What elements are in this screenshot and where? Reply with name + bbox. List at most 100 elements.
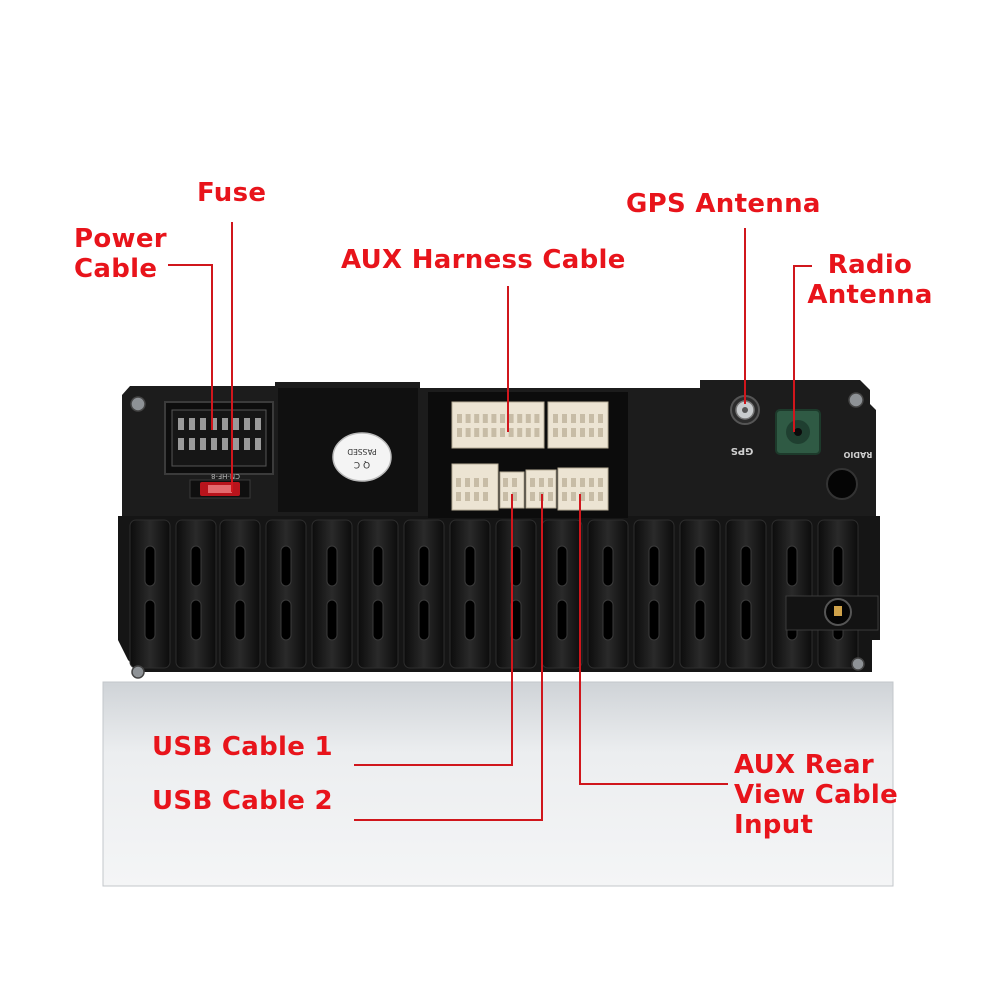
aux-rear-view-port [557,467,609,511]
heatsink-fin [357,519,399,669]
connector-pin [255,418,261,430]
connector-pin [525,428,531,437]
vent-slot [464,599,476,641]
gps-antenna-label: GPS Antenna [626,189,821,219]
power-connector [164,401,274,475]
connector-pin [474,478,479,487]
connector-pin [491,414,497,423]
connector-pin [222,438,228,450]
connector-pin [589,478,594,487]
qc-sticker-line-2: PASSED [347,447,376,456]
connector-pin [512,492,517,501]
connector-pin [589,492,594,501]
vent-slot [832,545,844,587]
vent-slot [418,545,430,587]
power-cable-label-line-1: Power [74,224,167,254]
connector-pin [211,418,217,430]
mounting-screw-tr [848,392,864,408]
radio-antenna-label: Radio Antenna [804,250,936,310]
vent-slot [280,545,292,587]
radio-antenna-label-line-1: Radio [827,250,913,280]
connector-pin [571,492,576,501]
vent-slot [190,599,202,641]
round-port-upper [826,468,858,500]
vent-slot [648,545,660,587]
connector-pin [548,478,553,487]
vent-slot [464,545,476,587]
connector-pin [200,418,206,430]
connector-pin [525,414,531,423]
radio-port-label: RADIO [843,450,872,459]
connector-pin [189,438,195,450]
heatsink-fin [679,519,721,669]
connector-code: CN-HF-8 [211,472,240,480]
leader-lines [168,222,812,821]
fuse-label: Fuse [197,178,267,208]
connector-pin [562,428,567,437]
mounting-screw-br [851,657,865,671]
connector-pin [534,428,540,437]
dc-port-lower [785,595,879,631]
vent-slot [602,599,614,641]
connector-pin [548,492,553,501]
connector-pin [178,438,184,450]
heatsink-fin [219,519,261,669]
usb-cable-1-label: USB Cable 1 [152,732,333,762]
aux-rear-view-label-line-1: AUX Rear [734,750,874,780]
mounting-screw-tl [130,396,146,412]
connector-pin [500,414,505,423]
vent-slot [190,545,202,587]
heatsink-fin [495,519,537,669]
heatsink-fins [129,519,859,669]
vent-slot [144,599,156,641]
connector-pin [562,414,567,423]
vent-slot [372,545,384,587]
heatsink-fin [633,519,675,669]
heatsink-fin [725,519,767,669]
connector-pin [580,478,585,487]
heatsink-fin [771,519,813,669]
connector-pin [255,438,261,450]
vent-slot [786,545,798,587]
connector-pin [483,492,488,501]
usb-cable-1-leader-line [354,494,513,766]
connector-pin [491,428,497,437]
vent-slot [144,545,156,587]
connector-pin [503,478,508,487]
heatsink-fin [311,519,353,669]
heatsink-fin [541,519,583,669]
usb-connectors [451,463,609,511]
connector-pin [508,414,514,423]
connector-pin [474,428,480,437]
connector-pin [500,428,505,437]
connector-pin [457,428,462,437]
vent-slot [372,599,384,641]
connector-pin [562,478,567,487]
mounting-screw-bl [131,665,145,679]
connector-pin [178,418,184,430]
connector-pin [483,478,488,487]
aux-harness-connector [451,401,609,449]
vent-slot [740,599,752,641]
heatsink-fin [129,519,171,669]
aux-rear-view-label-line-2: View Cable [734,780,899,810]
connector-pin [530,478,535,487]
connector-pin [482,428,488,437]
usb-cable-2-label: USB Cable 2 [152,786,333,816]
heatsink-fin [265,519,307,669]
heatsink-fin [403,519,445,669]
vent-slot [602,545,614,587]
connector-pin [571,414,576,423]
aux-rear-view-label-line-3: Input [734,810,814,840]
connector-pin [562,492,567,501]
connector-pin [465,492,470,501]
connector-pin [539,478,544,487]
vent-slot [280,599,292,641]
connector-pin [211,438,217,450]
connector-pin [200,438,206,450]
radio-antenna-socket: RADIO [775,409,872,459]
connector-pin [244,438,250,450]
connector-pin [571,478,576,487]
vent-slot [694,545,706,587]
aux-rear-view-leader-line [579,494,728,785]
